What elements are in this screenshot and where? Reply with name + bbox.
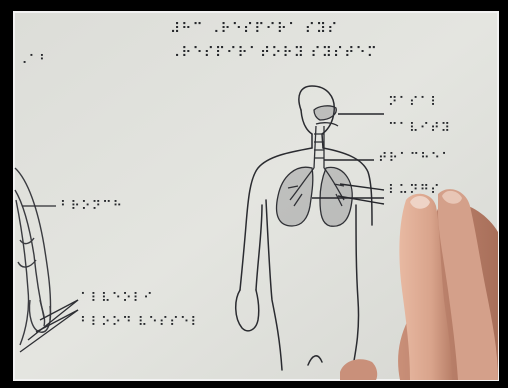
braille-left-margin-label: ⠠⠁⠃ bbox=[18, 54, 50, 67]
braille-label-lungs: ⠇⠥⠝⠛⠎ bbox=[388, 184, 441, 197]
braille-label-trachea: ⠞⠗⠁⠉⠓⠑⠁ bbox=[378, 152, 452, 165]
braille-label-upper-airway-1: ⠝⠁⠎⠁⠇ bbox=[388, 96, 441, 109]
braille-label-left-2: ⠁⠇⠧⠑⠕⠇⠊ bbox=[80, 292, 154, 305]
braille-label-upper-airway-2: ⠉⠁⠧⠊⠞⠽ bbox=[388, 122, 451, 135]
braille-title-line-2: ⠠⠗⠑⠎⠏⠊⠗⠁⠞⠕⠗⠽ ⠎⠽⠎⠞⠑⠍ bbox=[170, 46, 378, 60]
braille-label-left-3: ⠃⠇⠕⠕⠙ ⠧⠑⠎⠎⠑⠇ bbox=[80, 316, 201, 329]
braille-title-line-1: ⠼⠓⠉ ⠠⠗⠑⠎⠏⠊⠗⠁ ⠎⠽⠎ bbox=[170, 22, 338, 36]
braille-label-left-1: ⠃⠗⠕⠝⠉⠓ bbox=[60, 200, 123, 213]
